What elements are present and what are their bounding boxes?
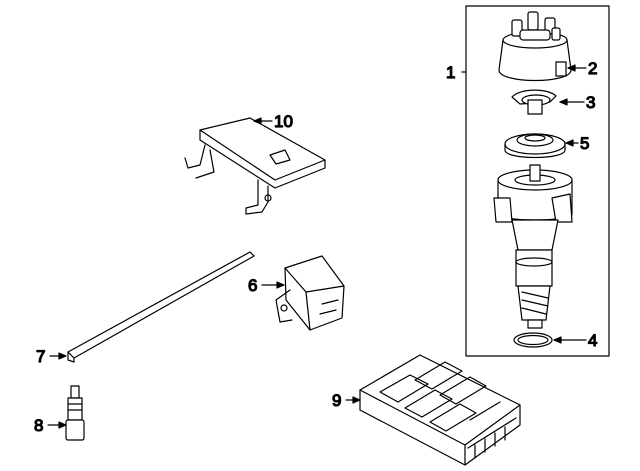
- control-module: [359, 354, 521, 466]
- distributor-group-box: [465, 5, 610, 357]
- callout-10: 10: [274, 112, 293, 131]
- o-ring: [513, 332, 553, 348]
- callout-5: 5: [580, 134, 589, 153]
- ignition-coil: [275, 255, 345, 331]
- callout-9: 9: [332, 391, 341, 410]
- callout-1: 1: [446, 63, 455, 82]
- distributor-body: [493, 164, 573, 329]
- bracket: [184, 117, 326, 215]
- callout-4: 4: [588, 331, 597, 350]
- rotor: [511, 89, 557, 115]
- callout-6: 6: [248, 276, 257, 295]
- callout-7: 7: [36, 347, 45, 366]
- sensor-rod: [67, 251, 255, 363]
- callout-3: 3: [586, 93, 595, 112]
- callout-2: 2: [588, 59, 597, 78]
- distributor-cap: [498, 11, 572, 82]
- sensor-plug: [65, 385, 85, 441]
- leader-lines: [47, 64, 587, 429]
- seal: [504, 133, 566, 159]
- callout-8: 8: [34, 416, 43, 435]
